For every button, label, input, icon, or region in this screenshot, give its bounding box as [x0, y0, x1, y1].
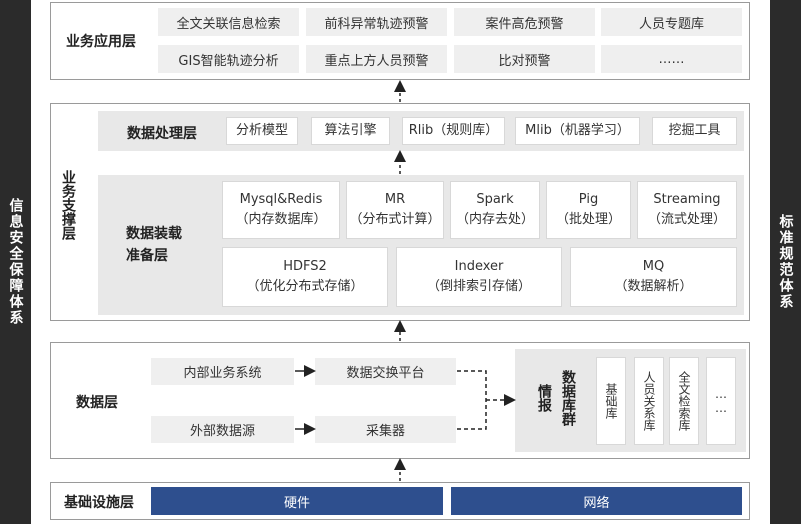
- prep-label: 数据装载 准备层: [126, 226, 182, 264]
- prep-item-spark: Spark（内存去处）: [450, 181, 540, 239]
- right-sidebar-label: 标准规范体系: [777, 214, 794, 310]
- app-item: 人员专题库: [601, 8, 742, 36]
- data-source-internal: 内部业务系统: [151, 358, 294, 385]
- prep-item-hdfs2: HDFS2（优化分布式存储）: [222, 247, 388, 307]
- db-fulltext: 全文检索库: [669, 357, 699, 445]
- db-more: ……: [706, 357, 736, 445]
- infra-hardware: 硬件: [151, 487, 443, 515]
- prep-item-mysql: Mysql&Redis（内存数据库）: [222, 181, 340, 239]
- data-layer-label: 数据层: [76, 395, 118, 411]
- db-relation: 人员关系库: [634, 357, 664, 445]
- processing-label: 数据处理层: [127, 126, 197, 142]
- infra-network: 网络: [451, 487, 742, 515]
- dashed-merge-lines: [457, 370, 487, 430]
- support-layer-label: 业务支撑层: [60, 170, 76, 240]
- processing-item: 挖掘工具: [652, 117, 737, 145]
- collector: 采集器: [315, 416, 456, 443]
- app-item: 案件高危预警: [454, 8, 595, 36]
- left-sidebar: 信息安全保障体系: [0, 0, 31, 524]
- processing-item: Mlib（机器学习）: [515, 117, 640, 145]
- app-item: 前科异常轨迹预警: [306, 8, 447, 36]
- right-sidebar: 标准规范体系: [770, 0, 801, 524]
- db-cluster-label: 数据库群 情报: [536, 370, 576, 426]
- infra-layer-label: 基础设施层: [64, 495, 134, 511]
- prep-item-pig: Pig（批处理）: [546, 181, 631, 239]
- processing-item: 算法引擎: [311, 117, 390, 145]
- app-item: 全文关联信息检索: [158, 8, 299, 36]
- prep-item-indexer: Indexer（倒排索引存储）: [396, 247, 562, 307]
- prep-item-mq: MQ（数据解析）: [570, 247, 737, 307]
- app-item: ……: [601, 45, 742, 73]
- processing-item: 分析模型: [226, 117, 298, 145]
- app-item: GIS智能轨迹分析: [158, 45, 299, 73]
- db-basic: 基础库: [596, 357, 626, 445]
- app-layer-label: 业务应用层: [66, 34, 136, 50]
- prep-item-streaming: Streaming（流式处理）: [637, 181, 737, 239]
- app-item: 重点上方人员预警: [306, 45, 447, 73]
- data-exchange-platform: 数据交换平台: [315, 358, 456, 385]
- prep-item-mr: MR（分布式计算）: [346, 181, 444, 239]
- left-sidebar-label: 信息安全保障体系: [7, 198, 24, 326]
- processing-item: Rlib（规则库）: [402, 117, 505, 145]
- data-source-external: 外部数据源: [151, 416, 294, 443]
- app-item: 比对预警: [454, 45, 595, 73]
